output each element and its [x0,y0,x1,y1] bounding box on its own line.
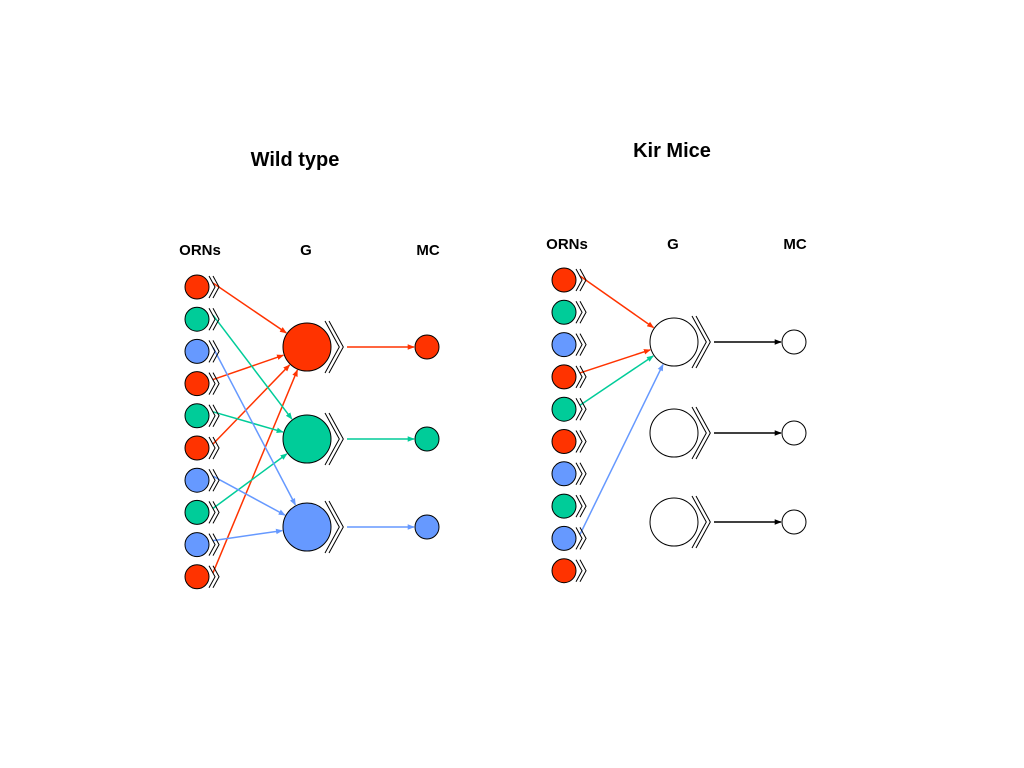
orn-synapse [208,533,220,556]
glomerulus [282,502,332,552]
glomerulus [649,497,699,547]
orn-cell [184,338,210,364]
glomerulus-outputs [714,339,782,525]
orn-synapse [208,404,220,428]
glomerulus-synapse [691,406,711,460]
orn-cell [184,371,210,397]
glomerulus-outputs [347,344,415,530]
orn-cell [551,267,577,293]
glomerulus-synapse [324,320,344,374]
orn-cell [551,461,577,487]
projection-arrow [579,275,655,329]
mitral-cell-column [781,329,807,535]
mitral-cell [781,329,807,355]
orn-cell [184,564,210,590]
orn-synapse [575,494,587,518]
glomerulus [649,317,699,367]
orn-synapse [575,397,587,421]
orn-synapse [575,333,587,356]
orn-synapse [575,462,587,486]
orn-cell [184,306,210,332]
projection-arrow [212,354,285,381]
glomerulus [649,408,699,458]
orn-synapse [208,340,220,363]
projection-arrow [579,349,651,374]
orn-synapse [575,301,587,324]
mitral-cell-column [414,334,440,540]
mitral-cell [781,509,807,535]
glomerulus [282,322,332,372]
projection-arrow [212,453,288,510]
mitral-cell [414,334,440,360]
glomerulus-synapse [324,500,344,554]
orn-synapse [575,430,587,453]
projection-arrow [212,528,283,542]
panel-kir-mice-graph [551,267,807,584]
glomerulus-synapse [324,412,344,466]
orn-projections [579,275,664,535]
orn-cell [184,274,210,300]
orn-column [551,267,587,584]
orn-cell [551,396,577,422]
glomeruli-column [282,320,344,554]
orn-synapse [208,468,220,492]
orn-cell [184,403,210,429]
orn-synapse [208,436,220,460]
panel-wild-type: Wild type ORNs G MC [179,149,440,590]
orn-cell [551,332,577,358]
orns-column-label: ORNs [546,236,588,253]
orn-cell [551,493,577,519]
orn-synapse [208,501,220,524]
orn-synapse [575,527,587,550]
projection-arrow [212,347,297,506]
orn-cell [551,558,577,584]
orn-cell [551,525,577,551]
orn-column [184,274,220,590]
orn-cell [551,364,577,390]
projection-arrow [212,475,286,516]
orn-projections [212,282,299,574]
glomerulus [282,414,332,464]
orn-synapse [208,275,220,299]
panel-title: Kir Mice [633,140,711,162]
orn-synapse [208,565,220,589]
mitral-cell [781,420,807,446]
orn-synapse [208,372,220,395]
glomerulus-synapse [691,315,711,369]
glomeruli-column [649,315,711,549]
orn-cell [184,435,210,461]
glomerulus-synapse [691,495,711,549]
orn-cell [551,429,577,454]
orn-synapse [575,268,587,292]
panel-title: Wild type [251,149,340,171]
projection-arrow [579,355,654,406]
mitral-cells-column-label: MC [783,236,806,253]
glomeruli-column-label: G [667,236,679,253]
glomeruli-column-label: G [300,242,312,259]
orn-cell [551,299,577,325]
mitral-cell [414,514,440,540]
mitral-cell [414,426,440,452]
orn-synapse [575,559,587,582]
orn-synapse [208,307,220,331]
panel-wild-type-graph [184,274,440,590]
mitral-cells-column-label: MC [416,242,439,259]
orn-cell [184,532,210,558]
orn-synapse [575,365,587,389]
panel-kir-mice: Kir Mice ORNs G MC [546,140,807,584]
orn-cell [184,467,210,493]
projection-arrow [579,363,664,535]
orn-cell [184,499,210,525]
projection-arrow [212,314,293,420]
orns-column-label: ORNs [179,242,221,259]
projection-arrow [212,411,284,433]
projection-arrow [212,282,287,334]
projection-arrow [212,364,291,445]
